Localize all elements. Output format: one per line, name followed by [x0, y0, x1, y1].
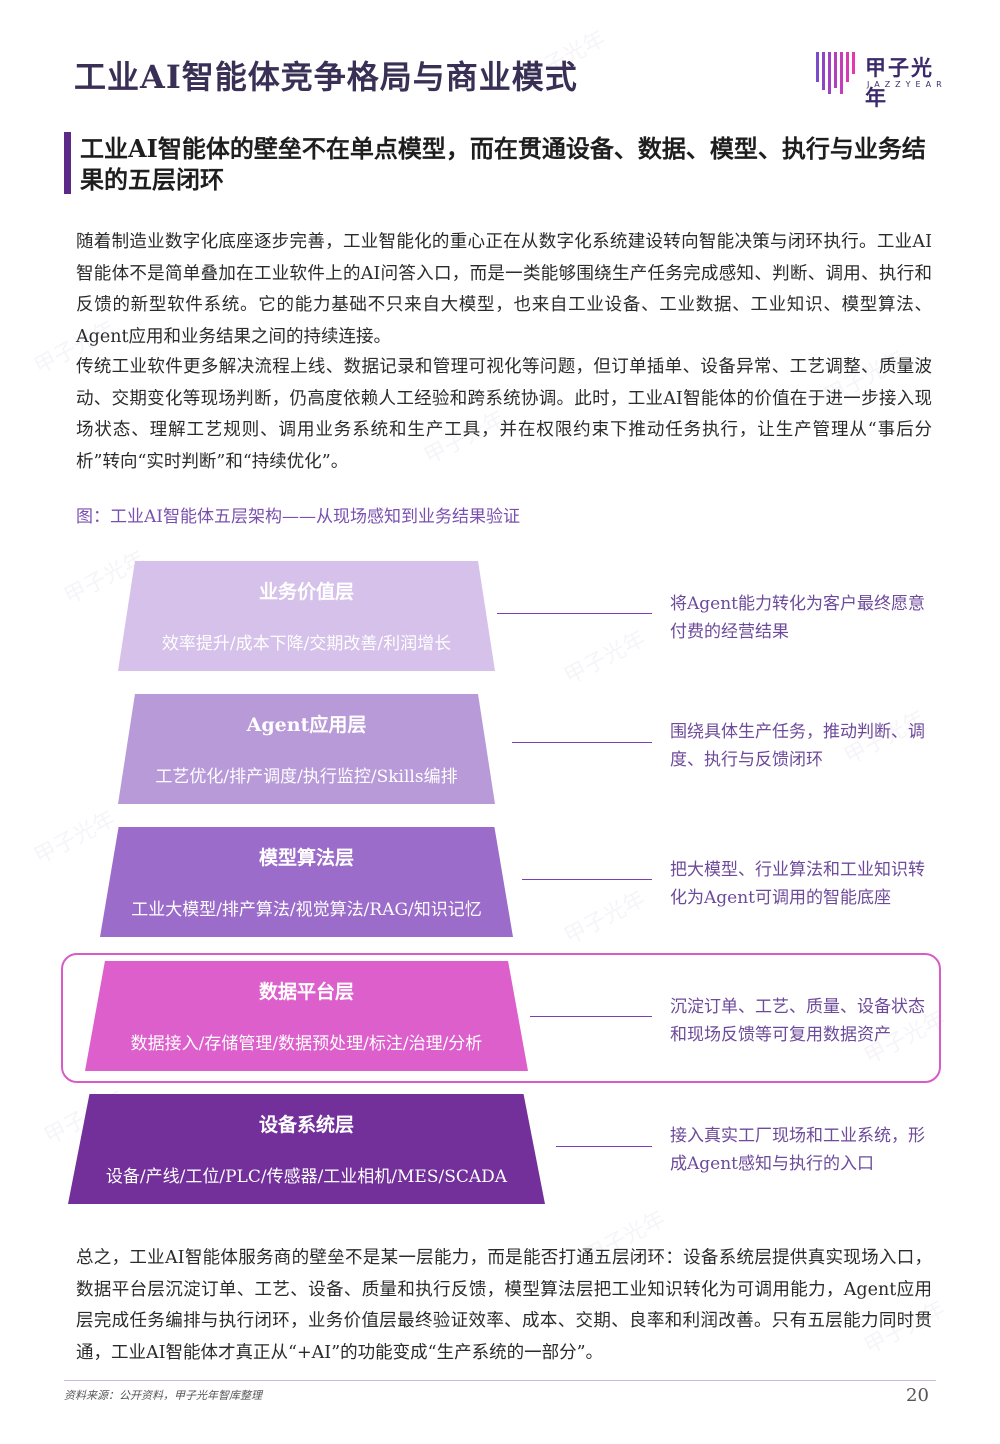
layer-agent-application: Agent应用层 工艺优化/排产调度/执行监控/Skills编排 — [118, 694, 495, 804]
logo-text-en: JAZZYEAR — [867, 80, 947, 89]
layer-note: 将Agent能力转化为客户最终愿意付费的经营结果 — [670, 594, 925, 642]
figure-caption: 图：工业AI智能体五层架构——从现场感知到业务结果验证 — [76, 507, 520, 527]
connector-line — [530, 1016, 652, 1017]
logo-bars-icon — [816, 52, 855, 94]
page-number: 20 — [906, 1385, 929, 1406]
conclusion-paragraph: 总之，工业AI智能体服务商的壁垒不是某一层能力，而是能否打通五层闭环：设备系统层… — [76, 1248, 932, 1363]
layer-model-algorithm: 模型算法层 工业大模型/排产算法/视觉算法/RAG/知识记忆 — [100, 827, 513, 937]
footer-divider — [64, 1380, 936, 1381]
layer-device-system: 设备系统层 设备/产线/工位/PLC/传感器/工业相机/MES/SCADA — [68, 1094, 545, 1204]
layer-subtitle: 设备/产线/工位/PLC/传感器/工业相机/MES/SCADA — [105, 1167, 508, 1187]
layer-subtitle: 工业大模型/排产算法/视觉算法/RAG/知识记忆 — [131, 900, 482, 920]
layer-note: 沉淀订单、工艺、质量、设备状态和现场反馈等可复用数据资产 — [670, 997, 925, 1045]
body-paragraph: 传统工业软件更多解决流程上线、数据记录和管理可视化等问题，但订单插单、设备异常、… — [76, 357, 932, 472]
layer-subtitle: 工艺优化/排产调度/执行监控/Skills编排 — [155, 767, 458, 787]
watermark: 甲子光年 — [30, 806, 120, 870]
watermark: 甲子光年 — [560, 886, 650, 950]
section-headline: 工业AI智能体的壁垒不在单点模型，而在贯通设备、数据、模型、执行与业务结果的五层… — [80, 134, 926, 194]
layer-title: 模型算法层 — [258, 847, 354, 869]
watermark: 甲子光年 — [560, 626, 650, 690]
intro-paragraph: 随着制造业数字化底座逐步完善，工业智能化的重心正在从数字化系统建设转向智能决策与… — [76, 232, 932, 347]
layer-title: Agent应用层 — [246, 714, 367, 736]
layer-business-value: 业务价值层 效率提升/成本下降/交期改善/利润增长 — [118, 561, 495, 671]
layer-note: 接入真实工厂现场和工业系统，形成Agent感知与执行的入口 — [670, 1126, 925, 1174]
layer-title: 数据平台层 — [258, 981, 354, 1003]
layer-title: 设备系统层 — [258, 1114, 354, 1136]
layer-note: 把大模型、行业算法和工业知识转化为Agent可调用的智能底座 — [670, 860, 925, 908]
layer-subtitle: 效率提升/成本下降/交期改善/利润增长 — [161, 634, 452, 654]
layer-data-platform: 数据平台层 数据接入/存储管理/数据预处理/标注/治理/分析 — [85, 961, 528, 1071]
layer-subtitle: 数据接入/存储管理/数据预处理/标注/治理/分析 — [130, 1034, 483, 1054]
brand-logo: 甲子光年 JAZZYEAR — [815, 48, 955, 110]
source-note: 资料来源：公开资料，甲子光年智库整理 — [64, 1389, 262, 1402]
connector-line — [556, 1146, 652, 1147]
logo-text-cn: 甲子光年 — [865, 56, 934, 110]
highlight-frame — [61, 953, 941, 1083]
layer-title: 业务价值层 — [258, 581, 354, 603]
page-title: 工业AI智能体竞争格局与商业模式 — [74, 58, 578, 96]
connector-line — [497, 613, 652, 614]
headline-accent-bar — [64, 132, 71, 194]
connector-line — [512, 742, 652, 743]
layer-note: 围绕具体生产任务，推动判断、调度、执行与反馈闭环 — [670, 722, 925, 770]
connector-line — [522, 879, 652, 880]
